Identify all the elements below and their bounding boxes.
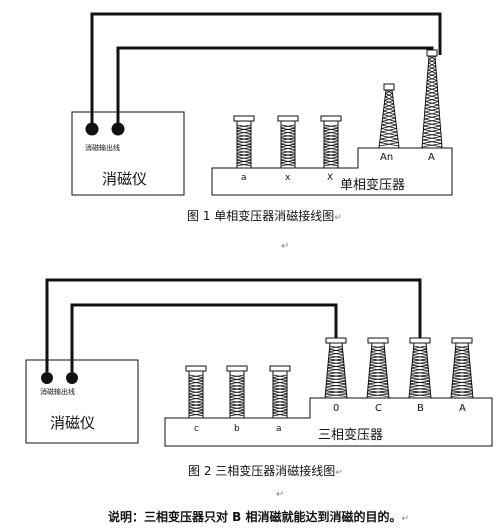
figure1-high-bushing-A bbox=[421, 49, 443, 149]
figure2-high-bushing-4 bbox=[450, 337, 474, 399]
figure1-low-bushing-1 bbox=[233, 115, 255, 169]
figure2-high-bushing-1 bbox=[324, 337, 348, 399]
figure2-high-label-C: C bbox=[375, 403, 382, 414]
paragraph-mark-2: ↵ bbox=[276, 489, 285, 500]
figure2-transformer-name: 三相变压器 bbox=[318, 427, 383, 443]
figure2-high-bushing-3 bbox=[408, 337, 432, 399]
figure1-high-bushing-An bbox=[378, 83, 400, 149]
paragraph-mark-1: ↵ bbox=[281, 241, 290, 252]
figure2-low-label-b: b bbox=[234, 424, 240, 434]
figure2-caption-mark: ↵ bbox=[335, 468, 343, 478]
figure2-wire-inner bbox=[70, 303, 338, 372]
figure1-low-bushing-3 bbox=[320, 115, 342, 169]
figure2-device-name: 消磁仪 bbox=[50, 414, 95, 432]
figure2-low-bushing-1 bbox=[185, 365, 207, 419]
figure2-low-label-c: c bbox=[194, 424, 199, 434]
figure1-high-bushings bbox=[378, 49, 443, 149]
figure2-port-label: 消磁输出线 bbox=[40, 387, 75, 396]
figure2-terminal-right bbox=[66, 372, 78, 384]
figure1-wire-outer bbox=[90, 12, 442, 123]
figure1-transformer-body bbox=[211, 147, 453, 196]
figure2-caption-text: 图 2 三相变压器消磁接线图 bbox=[188, 464, 336, 478]
figure1-caption-mark: ↵ bbox=[334, 213, 342, 223]
figure2-high-label-A: A bbox=[459, 403, 466, 414]
figure2-low-label-a: a bbox=[276, 424, 282, 434]
figure2-diagram: 消磁输出线 消磁仪 c b a 0 C B A 三相变压器 bbox=[25, 278, 493, 447]
figure1-low-label-X: X bbox=[327, 173, 333, 183]
figure1-low-bushings bbox=[233, 115, 342, 169]
explanation-note-mark: ↵ bbox=[401, 514, 410, 524]
figure2-low-bushing-3 bbox=[269, 365, 291, 419]
figure1-port-label: 消磁输出线 bbox=[85, 143, 120, 152]
figure1-caption-text: 图 1 单相变压器消磁接线图 bbox=[187, 209, 335, 223]
figure2-high-bushing-2 bbox=[366, 337, 390, 399]
figure2-low-bushing-2 bbox=[226, 365, 248, 419]
figure2-caption: 图 2 三相变压器消磁接线图↵ bbox=[188, 462, 343, 479]
figure2-terminal-left bbox=[41, 372, 53, 384]
figure1-transformer-name: 单相变压器 bbox=[340, 177, 405, 193]
figure1-terminal-right bbox=[111, 122, 125, 136]
figure1-high-label-A: A bbox=[428, 152, 435, 163]
figure1-device-name: 消磁仪 bbox=[102, 170, 147, 188]
figure2-high-label-B: B bbox=[417, 403, 424, 414]
figure2-wire-outer bbox=[45, 278, 422, 372]
figure2-transformer-body bbox=[164, 397, 493, 447]
figure1-low-bushing-2 bbox=[277, 115, 299, 169]
figure1-terminal-left bbox=[85, 122, 99, 136]
figure2-high-label-0: 0 bbox=[333, 403, 339, 414]
figure2-low-bushings bbox=[185, 365, 291, 419]
figure1-diagram: 消磁输出线 消磁仪 a x X An A 单相变压器 bbox=[71, 12, 453, 196]
figure1-caption: 图 1 单相变压器消磁接线图↵ bbox=[187, 207, 342, 224]
figure1-high-label-An: An bbox=[380, 152, 393, 163]
explanation-note: 说明：三相变压器只对 B 相消磁就能达到消磁的目的。↵ bbox=[108, 508, 409, 525]
explanation-note-text: 说明：三相变压器只对 B 相消磁就能达到消磁的目的。 bbox=[108, 510, 402, 524]
figure2-high-bushings bbox=[324, 337, 474, 399]
figure1-low-label-a: a bbox=[241, 173, 247, 183]
figure1-low-label-x: x bbox=[285, 173, 291, 183]
